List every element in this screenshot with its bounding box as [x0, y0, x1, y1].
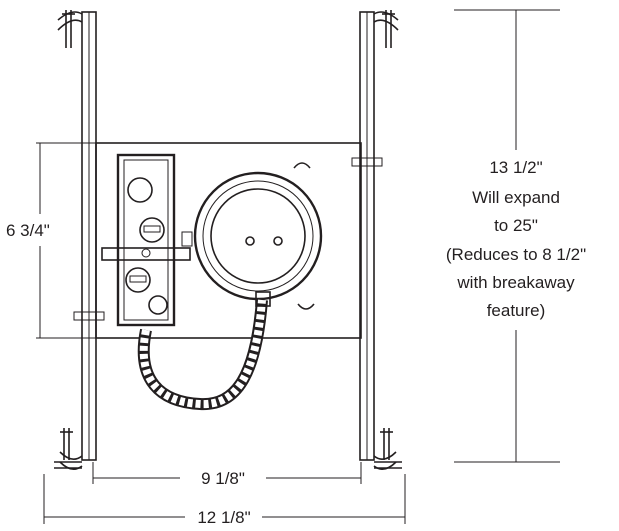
expansion-note-line-1: 13 1/2" [489, 158, 542, 177]
knockout-circles [125, 177, 168, 315]
expansion-note: 13 1/2" Will expand to 25" (Reduces to 8… [446, 158, 586, 320]
expansion-note-line-2: Will expand [472, 188, 560, 207]
flexible-conduit [137, 291, 271, 411]
expansion-note-line-6: feature) [487, 301, 546, 320]
height-label: 6 3/4" [6, 221, 50, 240]
expansion-note-line-4: (Reduces to 8 1/2" [446, 245, 586, 264]
height-dimension [36, 142, 96, 339]
junction-box [101, 153, 193, 327]
inner-width-label: 9 1/8" [201, 469, 245, 488]
right-hanger-bar [351, 11, 402, 470]
outer-width-label: 12 1/8" [197, 508, 250, 527]
nail-clips [60, 10, 395, 460]
vertical-span-dimension [454, 9, 560, 463]
outer-width-dimension [43, 474, 406, 524]
expansion-note-line-5: with breakaway [456, 273, 575, 292]
lamp-housing [193, 162, 323, 310]
left-hanger-bar [54, 11, 105, 470]
inner-width-dimension [92, 462, 362, 484]
expansion-note-line-3: to 25" [494, 216, 538, 235]
